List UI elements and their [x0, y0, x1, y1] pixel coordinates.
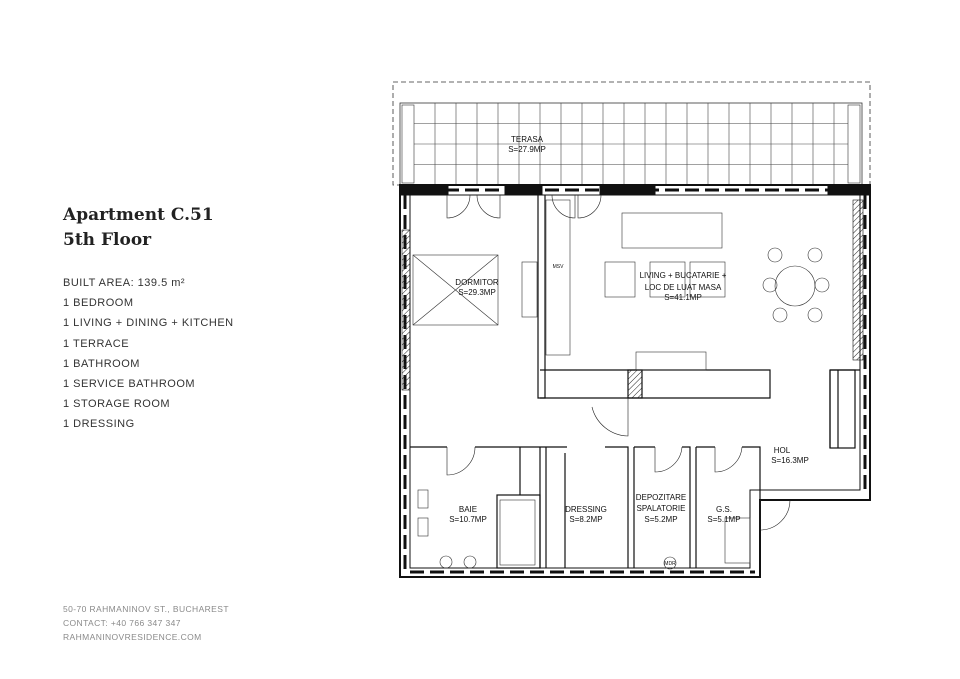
room-depozitare-area: S=5.2MP	[644, 515, 677, 524]
apartment-specs: BUILT AREA: 139.5 m² 1 BEDROOM 1 LIVING …	[63, 277, 234, 439]
room-dressing-area: S=8.2MP	[569, 515, 602, 524]
spec-terrace: 1 TERRACE	[63, 337, 130, 350]
room-labels: TERASA S=27.9MP DORMITOR S=29.3MP LIVING…	[449, 135, 809, 524]
furniture	[412, 199, 830, 570]
terrace	[392, 81, 871, 186]
apartment-title: Apartment C.51	[63, 205, 214, 225]
room-terasa-name: TERASA	[511, 135, 544, 144]
footer-contact: CONTACT: +40 766 347 347	[63, 618, 181, 628]
exterior-walls	[399, 184, 871, 578]
room-gs-name: G.S.	[716, 505, 732, 514]
spec-dressing: 1 DRESSING	[63, 418, 135, 431]
spec-bathroom: 1 BATHROOM	[63, 357, 140, 370]
apartment-title-block: Apartment C.51 5th Floor	[63, 203, 214, 253]
room-gs-area: S=5.1MP	[707, 515, 740, 524]
footer-website: RAHMANINOVRESIDENCE.COM	[63, 632, 202, 642]
room-baie-area: S=10.7MP	[449, 515, 487, 524]
room-dormitor-area: S=29.3MP	[458, 288, 496, 297]
footer-address: 50-70 RAHMANINOV ST., BUCHAREST	[63, 604, 229, 614]
room-living-area: S=41.1MP	[664, 293, 702, 302]
room-hol-name: HOL	[774, 446, 791, 455]
room-living-name: LIVING + BUCATARIE +	[640, 271, 727, 280]
dishwasher-label: MSV	[553, 264, 565, 270]
room-dormitor-name: DORMITOR	[455, 278, 499, 287]
doors	[446, 194, 791, 531]
room-hol-area: S=16.3MP	[771, 456, 809, 465]
room-dressing-name: DRESSING	[565, 505, 607, 514]
interior-walls	[410, 195, 860, 569]
room-living-name2: LOC DE LUAT MASA	[645, 283, 722, 292]
room-baie-name: BAIE	[459, 505, 477, 514]
footer: 50-70 RAHMANINOV ST., BUCHAREST CONTACT:…	[63, 602, 229, 644]
spec-bedroom: 1 BEDROOM	[63, 297, 134, 310]
spec-built-area: BUILT AREA: 139.5 m²	[63, 277, 186, 289]
washer-label: MDR	[664, 561, 676, 567]
floor-label: 5th Floor	[63, 230, 152, 250]
spec-storage: 1 STORAGE ROOM	[63, 398, 171, 411]
room-terasa-area: S=27.9MP	[508, 145, 546, 154]
spec-living: 1 LIVING + DINING + KITCHEN	[63, 317, 234, 330]
room-depozitare-name: DEPOZITARE	[636, 493, 687, 502]
room-depozitare-name2: SPALATORIE	[637, 504, 686, 513]
spec-service-bathroom: 1 SERVICE BATHROOM	[63, 377, 196, 390]
